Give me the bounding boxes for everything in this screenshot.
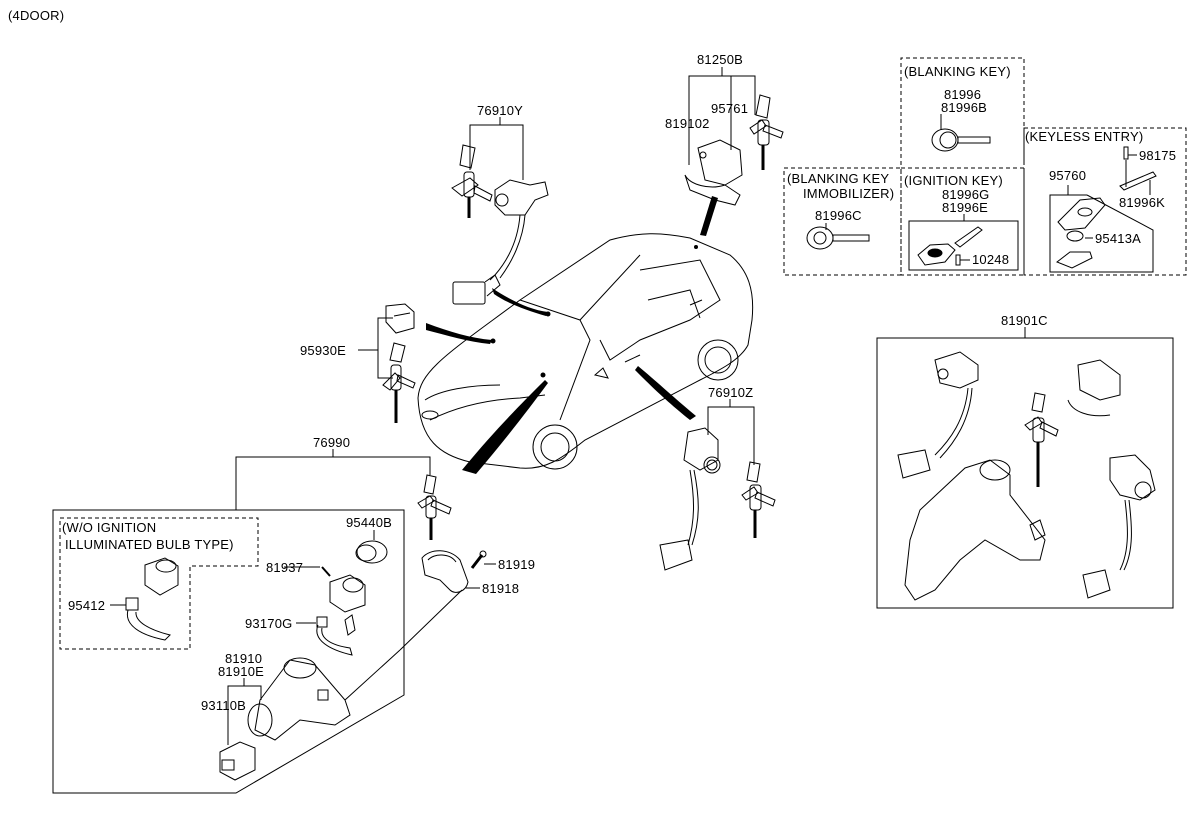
part-label-81996k[interactable]: 81996K [1119, 195, 1166, 210]
cylinder-93110b[interactable] [219, 741, 256, 781]
pointer-wedges [426, 196, 718, 474]
part-label-81996e[interactable]: 81996E [942, 200, 989, 215]
pin-10248[interactable] [955, 254, 961, 266]
part-label-98175[interactable]: 98175 [1139, 148, 1177, 163]
keyless-entry-box [1023, 127, 1187, 276]
car-illustration [417, 233, 754, 470]
connector-95930e[interactable] [385, 303, 415, 334]
lock-assembly-81910[interactable] [247, 657, 351, 741]
part-label-81901c[interactable]: 81901C [1001, 313, 1048, 328]
group-title-wo-ignition-l1: (W/O IGNITION [62, 520, 157, 535]
lock-cylinder-76910y[interactable] [452, 179, 549, 305]
part-label-93110b[interactable]: 93110B [201, 698, 247, 713]
key-95930e[interactable] [382, 342, 416, 423]
key-95761[interactable] [749, 94, 784, 170]
part-label-95761[interactable]: 95761 [711, 101, 749, 116]
immobilizer-key-81996c[interactable] [806, 226, 870, 250]
part-label-81996[interactable]: 81996 [944, 87, 982, 102]
part-label-76910y[interactable]: 76910Y [477, 103, 524, 118]
part-label-10248[interactable]: 10248 [972, 252, 1010, 267]
keyless-inner-box [1049, 194, 1154, 273]
part-label-93170g[interactable]: 93170G [245, 616, 293, 631]
bezel-81918[interactable] [421, 550, 469, 593]
group-title-blanking-key: (BLANKING KEY) [904, 64, 1011, 79]
leader-lines [110, 114, 1151, 624]
part-label-95413a[interactable]: 95413A [1095, 231, 1142, 246]
harness-95412[interactable] [125, 597, 171, 641]
bracket-76990 [235, 456, 431, 510]
part-label-81250b[interactable]: 81250B [697, 52, 744, 67]
harness-93170g[interactable] [316, 614, 356, 656]
ignition-key-box [900, 167, 1025, 276]
part-label-819102[interactable]: 819102 [665, 116, 710, 131]
fob-95760[interactable] [1057, 197, 1106, 231]
pin-98175[interactable] [1123, 146, 1129, 160]
part-label-81919[interactable]: 81919 [498, 557, 536, 572]
part-label-81910e[interactable]: 81910E [218, 664, 265, 679]
part-label-95412[interactable]: 95412 [68, 598, 106, 613]
part-label-81910[interactable]: 81910 [225, 651, 263, 666]
bulb-81919[interactable] [470, 550, 487, 569]
group-title-blanking-key-immobilizer-l1: (BLANKING KEY [787, 171, 890, 186]
key-76910y[interactable] [451, 144, 493, 218]
part-label-95440b[interactable]: 95440B [346, 515, 393, 530]
trunk-lock-81250b[interactable] [684, 139, 743, 206]
group-title-keyless-entry: (KEYLESS ENTRY) [1025, 129, 1144, 144]
part-label-81937[interactable]: 81937 [266, 560, 304, 575]
switch-wo-bulb[interactable] [144, 557, 179, 596]
screw-81937[interactable] [321, 566, 331, 577]
part-label-76990[interactable]: 76990 [313, 435, 351, 450]
key-76910z[interactable] [741, 461, 776, 538]
fob-case[interactable] [1055, 251, 1093, 269]
wo-ignition-box [59, 517, 259, 650]
blade-81996k[interactable] [1119, 171, 1157, 191]
part-label-81996b[interactable]: 81996B [941, 100, 988, 115]
battery-95413a[interactable] [1066, 230, 1084, 242]
blanking-key-81996[interactable] [931, 128, 991, 152]
part-label-81996c[interactable]: 81996C [815, 208, 862, 223]
diagram-title: (4DOOR) [8, 8, 65, 23]
door-lock-76910z[interactable] [659, 427, 721, 571]
kit-81901c-parts[interactable] [897, 351, 1156, 601]
group-title-ignition-key: (IGNITION KEY) [904, 173, 1003, 188]
key-76990[interactable] [417, 474, 452, 540]
group-title-blanking-key-immobilizer-l2: IMMOBILIZER) [803, 186, 895, 201]
cover-95440b[interactable] [355, 540, 388, 564]
ignition-assembly-box [52, 509, 405, 794]
switch-body[interactable] [329, 574, 366, 613]
blanking-key-box [900, 57, 1025, 165]
part-label-76910z[interactable]: 76910Z [708, 385, 754, 400]
part-label-95930e[interactable]: 95930E [300, 343, 347, 358]
ignition-key-81996g[interactable] [917, 226, 983, 266]
part-label-81996g[interactable]: 81996G [942, 187, 990, 202]
part-label-81918[interactable]: 81918 [482, 581, 520, 596]
group-title-wo-ignition-l2: ILLUMINATED BULB TYPE) [65, 537, 234, 552]
part-label-95760[interactable]: 95760 [1049, 168, 1087, 183]
